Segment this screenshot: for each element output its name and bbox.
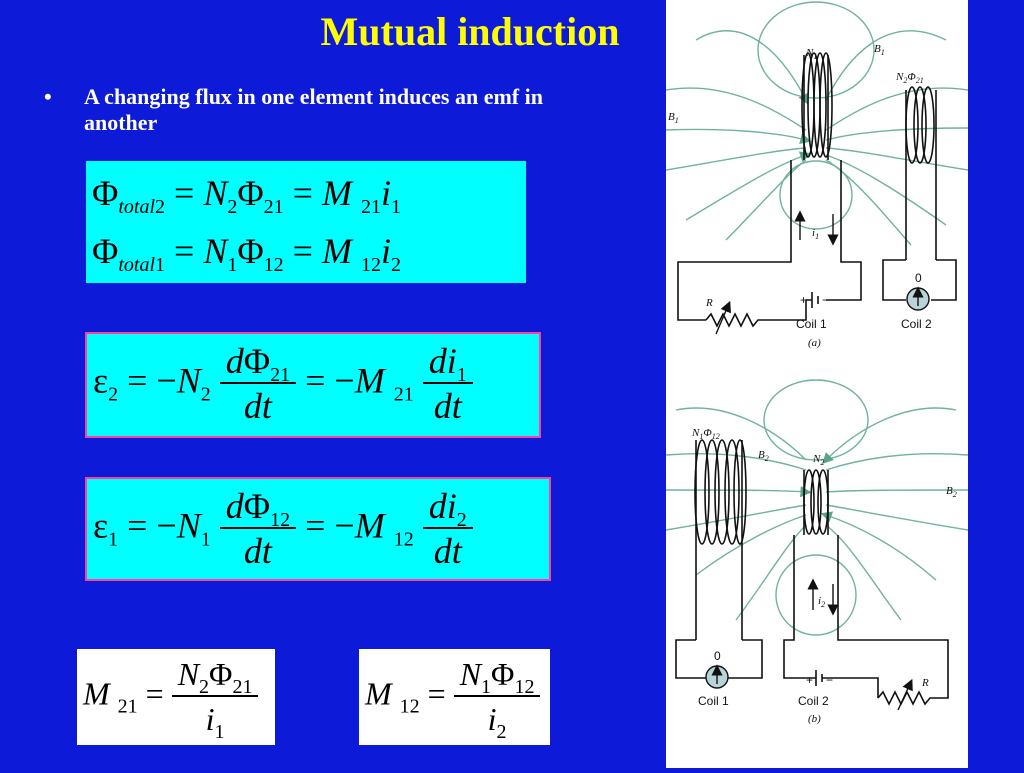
label-minus-a: − [822,293,829,307]
label-n2-b: N2 [812,453,824,467]
label-n1-phi12-b: N1Φ12 [691,427,720,441]
coil-2-winding-b [803,469,829,535]
flux-equations-box: Φtotal2 = N2Φ21 = M 21i1 Φtotal1 = N1Φ12… [86,161,526,283]
rheostat-arrow-a [715,300,731,335]
label-plus-a: + [800,293,807,307]
coil-2-winding-a [905,86,937,260]
label-current-a: i1 [812,227,819,241]
diagram-a: N1 N2Φ21 B1 B1 i1 R + − 0 Coil 1 Coil 2 … [665,1,969,349]
meter-zero-b: 0 [714,649,721,663]
coil-2-label-a: Coil 2 [901,317,932,331]
rheostat-arrow-b [897,678,913,711]
label-r-a: R [705,297,713,309]
coil-diagram: N1 N2Φ21 B1 B1 i1 R + − 0 Coil 1 Coil 2 … [665,1,969,725]
caption-b: (b) [808,713,821,725]
coil-1-winding-a [801,52,833,160]
field-lines-b [665,379,969,636]
circuit-1-a [677,160,862,328]
circuit-2-a [882,259,957,301]
bullet-text: A changing flux in one element induces a… [84,84,543,135]
label-n1-a: N1 [805,47,817,61]
coil-1-winding-b [694,439,747,640]
label-b2-right-b: B2 [946,485,957,499]
meter-zero-a: 0 [915,271,922,285]
label-n2-a: N2Φ21 [895,71,924,85]
coil-1-label-a: Coil 1 [796,317,827,331]
flux-total-1-equation: Φtotal1 = N1Φ12 = M 12i2 [92,231,401,276]
label-current-b: i2 [818,595,825,609]
label-b1-left-a: B1 [668,111,679,125]
diagram-b: N1Φ12 N2 B2 B2 i2 R + − 0 Coil 1 Coil 2 … [665,379,969,725]
circuit-1-b [675,639,763,679]
field-lines-a [665,1,969,246]
caption-a: (a) [808,337,821,349]
bullet-marker: • [44,84,52,109]
label-b2-top-b: B2 [758,449,769,463]
flux-total-2-equation: Φtotal2 = N2Φ21 = M 21i1 [92,173,401,218]
label-minus-b: − [826,673,833,687]
coil-1-label-b: Coil 1 [698,694,729,708]
label-b1-top-a: B1 [874,43,885,57]
coil-2-label-b: Coil 2 [798,694,829,708]
label-r-b: R [921,677,929,689]
slide-title: Mutual induction [320,9,620,54]
label-plus-b: + [806,673,813,687]
coil-diagram-panel: N1 N2Φ21 B1 B1 i1 R + − 0 Coil 1 Coil 2 … [665,0,969,768]
